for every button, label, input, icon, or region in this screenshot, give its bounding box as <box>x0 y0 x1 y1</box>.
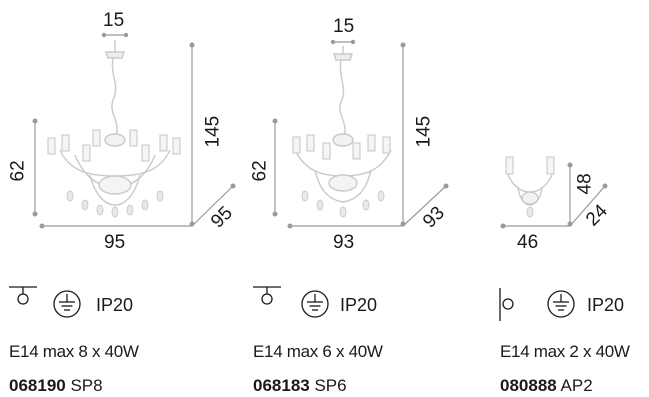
dim-top-sp8: 15 <box>103 10 125 31</box>
dim-top-sp6: 15 <box>333 16 355 37</box>
chandelier-sp8-outline <box>59 40 171 206</box>
model-name: SP6 <box>314 376 347 395</box>
dim-width-ap2: 46 <box>517 232 539 253</box>
ground-icon <box>53 290 81 318</box>
ground-icon <box>301 290 329 318</box>
model-name: SP8 <box>70 376 103 395</box>
spec-sp8: E14 max 8 x 40W <box>9 342 139 361</box>
dim-width-sp6: 93 <box>333 232 355 253</box>
chandelier-sp6-outline <box>294 46 392 203</box>
product-code-sp8: 068190 SP8 <box>9 377 103 394</box>
article-number: 080888 <box>500 376 557 395</box>
pendant-mount-icon <box>253 286 281 305</box>
article-number: 068183 <box>253 376 310 395</box>
product-code-ap2: 080888 AP2 <box>500 377 593 394</box>
model-name: AP2 <box>560 376 593 395</box>
wall-mount-icon <box>499 288 514 321</box>
ground-icon <box>547 290 575 318</box>
article-number: 068190 <box>9 376 66 395</box>
product-code-sp6: 068183 SP6 <box>253 377 347 394</box>
ip-rating-sp8: IP20 <box>96 295 134 315</box>
spec-sp6: E14 max 6 x 40W <box>253 342 383 361</box>
dim-width-sp8: 95 <box>104 232 126 253</box>
wall-lamp-ap2-outline <box>507 174 553 206</box>
spec-ap2: E14 max 2 x 40W <box>500 342 630 361</box>
ip-rating-ap2: IP20 <box>587 295 625 315</box>
ip-rating-sp6: IP20 <box>340 295 378 315</box>
pendant-mount-icon <box>9 286 37 305</box>
